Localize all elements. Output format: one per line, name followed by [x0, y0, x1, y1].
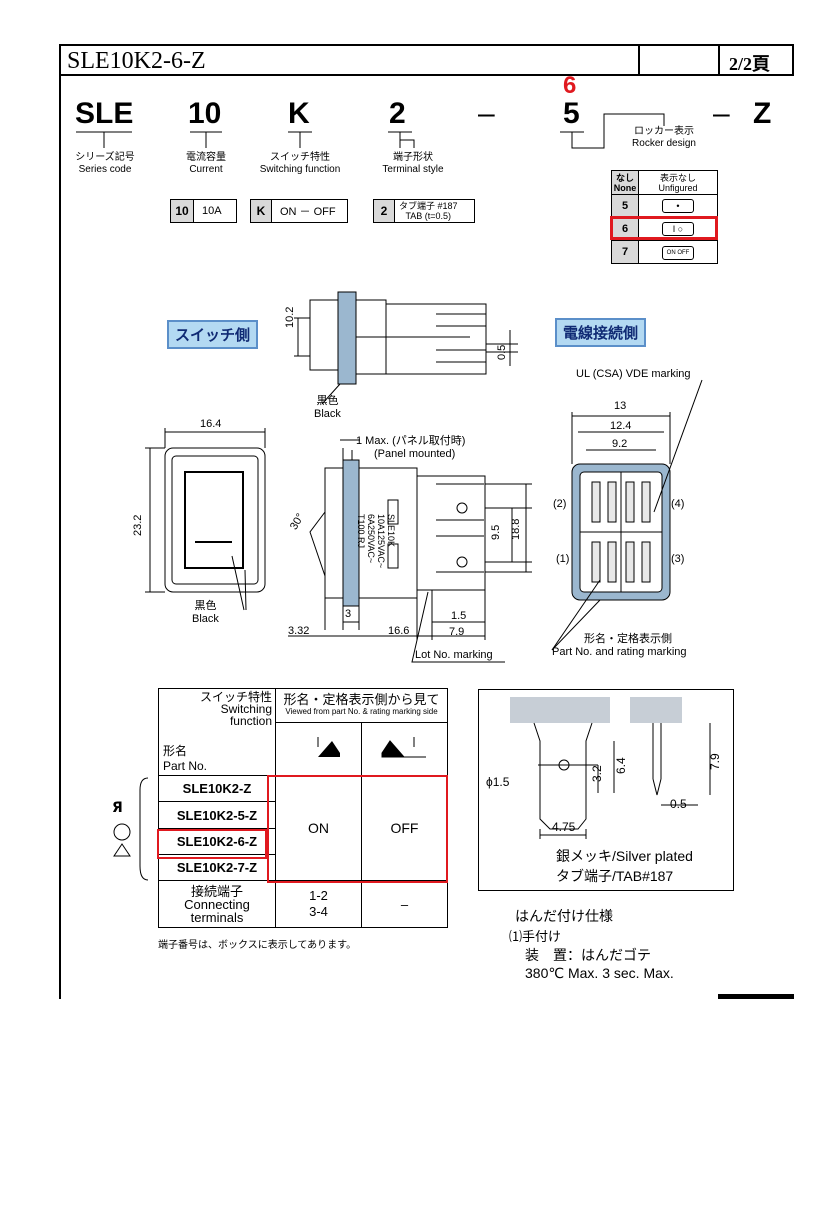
solder-spec: 380℃ Max. 3 sec. Max. — [525, 965, 674, 981]
rocker-6-symbol: I ○ — [662, 222, 694, 236]
dim-16-4: 16.4 — [200, 418, 222, 430]
off-cell: OFF — [360, 775, 449, 882]
technical-drawing — [145, 291, 703, 663]
silver-plated-label: 銀メッキ/Silver plated — [556, 848, 693, 864]
dim-9-5: 9.5 — [490, 524, 502, 540]
switch-side-label: スイッチ側 — [167, 320, 259, 349]
dim-7-9: 7.9 — [449, 626, 465, 638]
tab-dim-3-2: 3.2 — [590, 765, 604, 782]
switching-option-box: K ON － OFF — [250, 199, 348, 223]
panel-mount-note-en: (Panel mounted) — [374, 448, 456, 460]
part-no-marking-en: Part No. and rating marking — [552, 646, 687, 658]
page-number: 2/2頁 — [729, 54, 771, 74]
current-option-box: 10 10A — [170, 199, 237, 223]
tab-dim-7-9: 7.9 — [708, 753, 722, 770]
code-dash-1: – — [478, 97, 495, 130]
code-rocker: 5 — [563, 97, 580, 130]
off-state-icon — [360, 722, 449, 777]
wire-side-label: 電線接続側 — [555, 318, 647, 347]
code-suffix: Z — [753, 97, 772, 130]
rocker-7-symbol: ON OFF — [662, 245, 694, 260]
dim-9-2: 9.2 — [612, 438, 628, 450]
solder-item: ⑴手付け — [509, 929, 562, 944]
part-no-marking-jp: 形名・定格表示側 — [584, 633, 672, 645]
selected-rocker-code: 6 — [563, 72, 577, 99]
terminal-2-label: (2) — [553, 498, 567, 510]
terminal-3-label: (3) — [671, 553, 685, 565]
dim-16-6: 16.6 — [388, 625, 410, 637]
dim-12-4: 12.4 — [610, 420, 632, 432]
part-number-title: SLE10K2-6-Z — [67, 48, 206, 74]
dim-1-5: 1.5 — [451, 610, 467, 622]
ul-marking-label: UL (CSA) VDE marking — [576, 368, 691, 380]
certification-marks: Я — [112, 777, 149, 881]
solder-title: はんだ付け仕様 — [515, 908, 613, 924]
tab-detail-box — [478, 689, 734, 891]
tab-dim-4-75: 4.75 — [552, 820, 576, 834]
dim-3-32: 3.32 — [288, 625, 310, 637]
tab-terminal-label: タブ端子/TAB#187 — [556, 868, 674, 884]
code-terminal: 2 — [389, 97, 406, 130]
state-highlight — [267, 775, 448, 883]
dim-23-2: 23.2 — [132, 514, 144, 536]
svg-text:Я: Я — [112, 800, 123, 816]
terminal-1-label: (1) — [556, 553, 570, 565]
code-switching: K — [288, 97, 310, 130]
bottom-bar — [718, 994, 794, 999]
dim-18-8: 18.8 — [510, 518, 522, 540]
dim-0-5-top: 0.5 — [496, 344, 508, 360]
rating-marking-text: SLE10K 10A125VAC~ 6A250VAC~ T100 RJ — [356, 514, 396, 569]
title-block: SLE10K2-6-Z 2/2頁 — [59, 44, 794, 76]
solder-device: 装 置：はんだゴテ — [525, 947, 651, 963]
tab-dim-0-5: 0.5 — [670, 797, 687, 811]
on-cell: ON — [275, 775, 362, 882]
rocker-5-symbol: • — [662, 199, 694, 213]
selected-part-highlight — [157, 829, 267, 859]
page-frame — [59, 44, 796, 999]
code-current: 10 — [188, 97, 222, 130]
terminal-footnote: 端子番号は、ボックスに表示してあります。 — [158, 940, 357, 951]
rocker-6-highlight — [610, 216, 718, 240]
tab-dim-6-4: 6.4 — [614, 757, 628, 774]
tab-detail-drawing — [510, 697, 711, 839]
dim-3: 3 — [345, 608, 352, 620]
lot-no-marking: Lot No. marking — [415, 649, 493, 661]
dim-13: 13 — [614, 400, 627, 412]
on-state-icon — [275, 722, 362, 777]
dim-10-2: 10.2 — [284, 306, 296, 328]
code-dash-2: – — [713, 97, 730, 130]
part-row: SLE10K2-Z — [158, 775, 276, 803]
terminal-4-label: (4) — [671, 498, 685, 510]
panel-mount-note: 1 Max. (パネル取付時) — [356, 435, 466, 447]
code-series: SLE — [75, 97, 134, 130]
part-row: SLE10K2-5-Z — [158, 801, 276, 829]
tab-dim-phi: ϕ1.5 — [486, 775, 510, 789]
code-leader-lines — [76, 113, 665, 149]
